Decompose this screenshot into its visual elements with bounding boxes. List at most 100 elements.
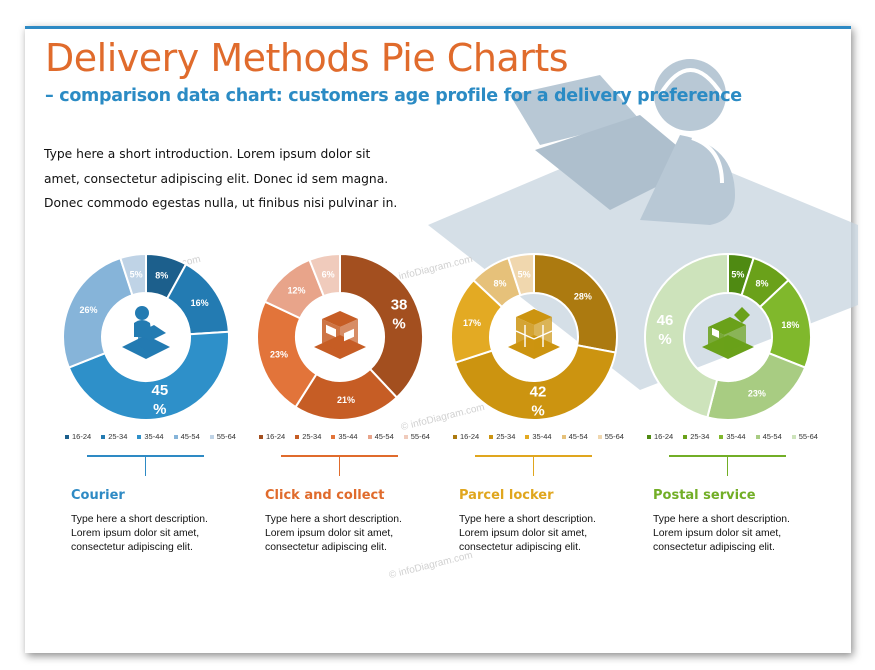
courier-slice-45-54 <box>62 256 134 369</box>
postal-service-divider <box>669 455 786 457</box>
postal-service-label-25-34: 8% <box>756 278 769 288</box>
click-and-collect-title: Click and collect <box>265 488 385 503</box>
legend-label: 35-44 <box>144 432 164 441</box>
courier-connector <box>145 457 146 476</box>
legend-swatch <box>719 434 724 439</box>
legend-item: 25-34 <box>683 432 709 441</box>
legend-swatch <box>489 434 494 439</box>
page-title: Delivery Methods Pie Charts <box>45 36 569 80</box>
postal-service-legend: 16-24 25-34 35-44 45-54 55-64 <box>647 432 818 441</box>
courier-label-45-54: 26% <box>80 305 98 315</box>
courier-divider <box>87 455 204 457</box>
click-and-collect-label-45-54: 12% <box>288 286 306 296</box>
parcel-locker-legend: 16-24 25-34 35-44 45-54 55-64 <box>453 432 624 441</box>
parcel-locker-divider <box>475 455 592 457</box>
legend-label: 16-24 <box>654 432 674 441</box>
legend-item: 55-64 <box>403 432 430 441</box>
parcel-locker-label-35-44: 17% <box>463 318 481 328</box>
parcel-locker-connector <box>533 457 534 476</box>
click-and-collect-label-25-34: 21% <box>337 395 355 405</box>
postal-service-label-35-44: 18% <box>781 320 799 330</box>
legend-swatch <box>683 434 688 439</box>
postal-service-label-45-54: 23% <box>748 389 766 399</box>
parcel-locker-label-45-54: 8% <box>493 278 506 288</box>
legend-swatch <box>173 434 178 439</box>
courier-donut-chart: 8%16%45%26%5% <box>62 252 230 421</box>
legend-swatch <box>137 434 142 439</box>
legend-item: 55-64 <box>597 432 624 441</box>
legend-swatch <box>597 434 602 439</box>
legend-item: 16-24 <box>259 432 285 441</box>
legend-label: 25-34 <box>690 432 710 441</box>
parcel-locker-slice-25-34 <box>453 344 617 421</box>
legend-label: 35-44 <box>338 432 358 441</box>
click-and-collect-label-35-44: 23% <box>270 350 288 360</box>
legend-swatch <box>791 434 796 439</box>
postal-service-title: Postal service <box>653 488 756 503</box>
legend-label: 35-44 <box>532 432 552 441</box>
parcel-locker-label-16-24: 28% <box>574 292 592 302</box>
legend-swatch <box>561 434 566 439</box>
courier-label-55-64: 5% <box>130 269 143 279</box>
parcel-locker-slice-16-24 <box>533 252 618 354</box>
legend-label: 55-64 <box>216 432 236 441</box>
click-and-collect-slice-55-64 <box>308 252 341 298</box>
legend-swatch <box>647 434 651 439</box>
courier-label-25-34: 16% <box>191 298 209 308</box>
legend-swatch <box>65 434 69 439</box>
legend-swatch <box>403 434 408 439</box>
legend-label: 55-64 <box>798 432 818 441</box>
legend-item: 35-44 <box>331 432 358 441</box>
legend-label: 45-54 <box>374 432 394 441</box>
legend-item: 45-54 <box>173 432 200 441</box>
legend-item: 35-44 <box>525 432 552 441</box>
click-and-collect-slice-16-24 <box>339 252 424 399</box>
click-and-collect-store-icon <box>314 311 366 359</box>
postal-service-connector <box>727 457 728 476</box>
legend-label: 55-64 <box>604 432 624 441</box>
legend-label: 16-24 <box>460 432 480 441</box>
courier-icon <box>122 306 170 359</box>
intro-text: Type here a short introduction. Lorem ip… <box>44 147 398 210</box>
postal-service-donut-chart: 5%8%18%23%46% <box>644 252 812 421</box>
legend-swatch <box>259 434 263 439</box>
postal-service-label-16-24: 5% <box>731 269 744 279</box>
legend-swatch <box>755 434 760 439</box>
legend-item: 45-54 <box>755 432 782 441</box>
courier-slice-35-44 <box>67 330 230 421</box>
parcel-locker-title: Parcel locker <box>459 488 554 503</box>
legend-label: 16-24 <box>72 432 92 441</box>
click-and-collect-label-55-64: 6% <box>322 270 335 280</box>
legend-item: 35-44 <box>137 432 164 441</box>
postal-service-description: Type here a short description. Lorem ips… <box>653 514 790 553</box>
legend-label: 25-34 <box>496 432 516 441</box>
legend-item: 45-54 <box>561 432 588 441</box>
legend-label: 25-34 <box>108 432 128 441</box>
legend-item: 55-64 <box>791 432 818 441</box>
legend-swatch <box>101 434 106 439</box>
legend-label: 25-34 <box>302 432 322 441</box>
legend-label: 45-54 <box>762 432 782 441</box>
page-subtitle: – comparison data chart: customers age p… <box>45 86 742 106</box>
parcel-locker-label-25-34: 42% <box>530 383 547 419</box>
courier-label-16-24: 8% <box>155 270 168 280</box>
legend-item: 35-44 <box>719 432 746 441</box>
legend-swatch <box>331 434 336 439</box>
legend-item: 25-34 <box>489 432 515 441</box>
legend-item: 45-54 <box>367 432 394 441</box>
parcel-locker-label-55-64: 5% <box>518 269 531 279</box>
legend-label: 16-24 <box>266 432 286 441</box>
legend-item: 16-24 <box>453 432 479 441</box>
click-and-collect-label-16-24: 38% <box>391 297 408 333</box>
parcel-locker-description: Type here a short description. Lorem ips… <box>459 514 596 553</box>
legend-item: 55-64 <box>209 432 236 441</box>
legend-item: 25-34 <box>101 432 127 441</box>
click-and-collect-connector <box>339 457 340 476</box>
legend-item: 25-34 <box>295 432 321 441</box>
parcel-locker-donut-chart: 28% 42% 17% 8% 5% <box>450 252 618 421</box>
click-and-collect-divider <box>281 455 398 457</box>
postal-service-slice-55-64 <box>644 252 729 419</box>
legend-swatch <box>295 434 300 439</box>
click-and-collect-legend: 16-24 25-34 35-44 45-54 55-64 <box>259 432 430 441</box>
